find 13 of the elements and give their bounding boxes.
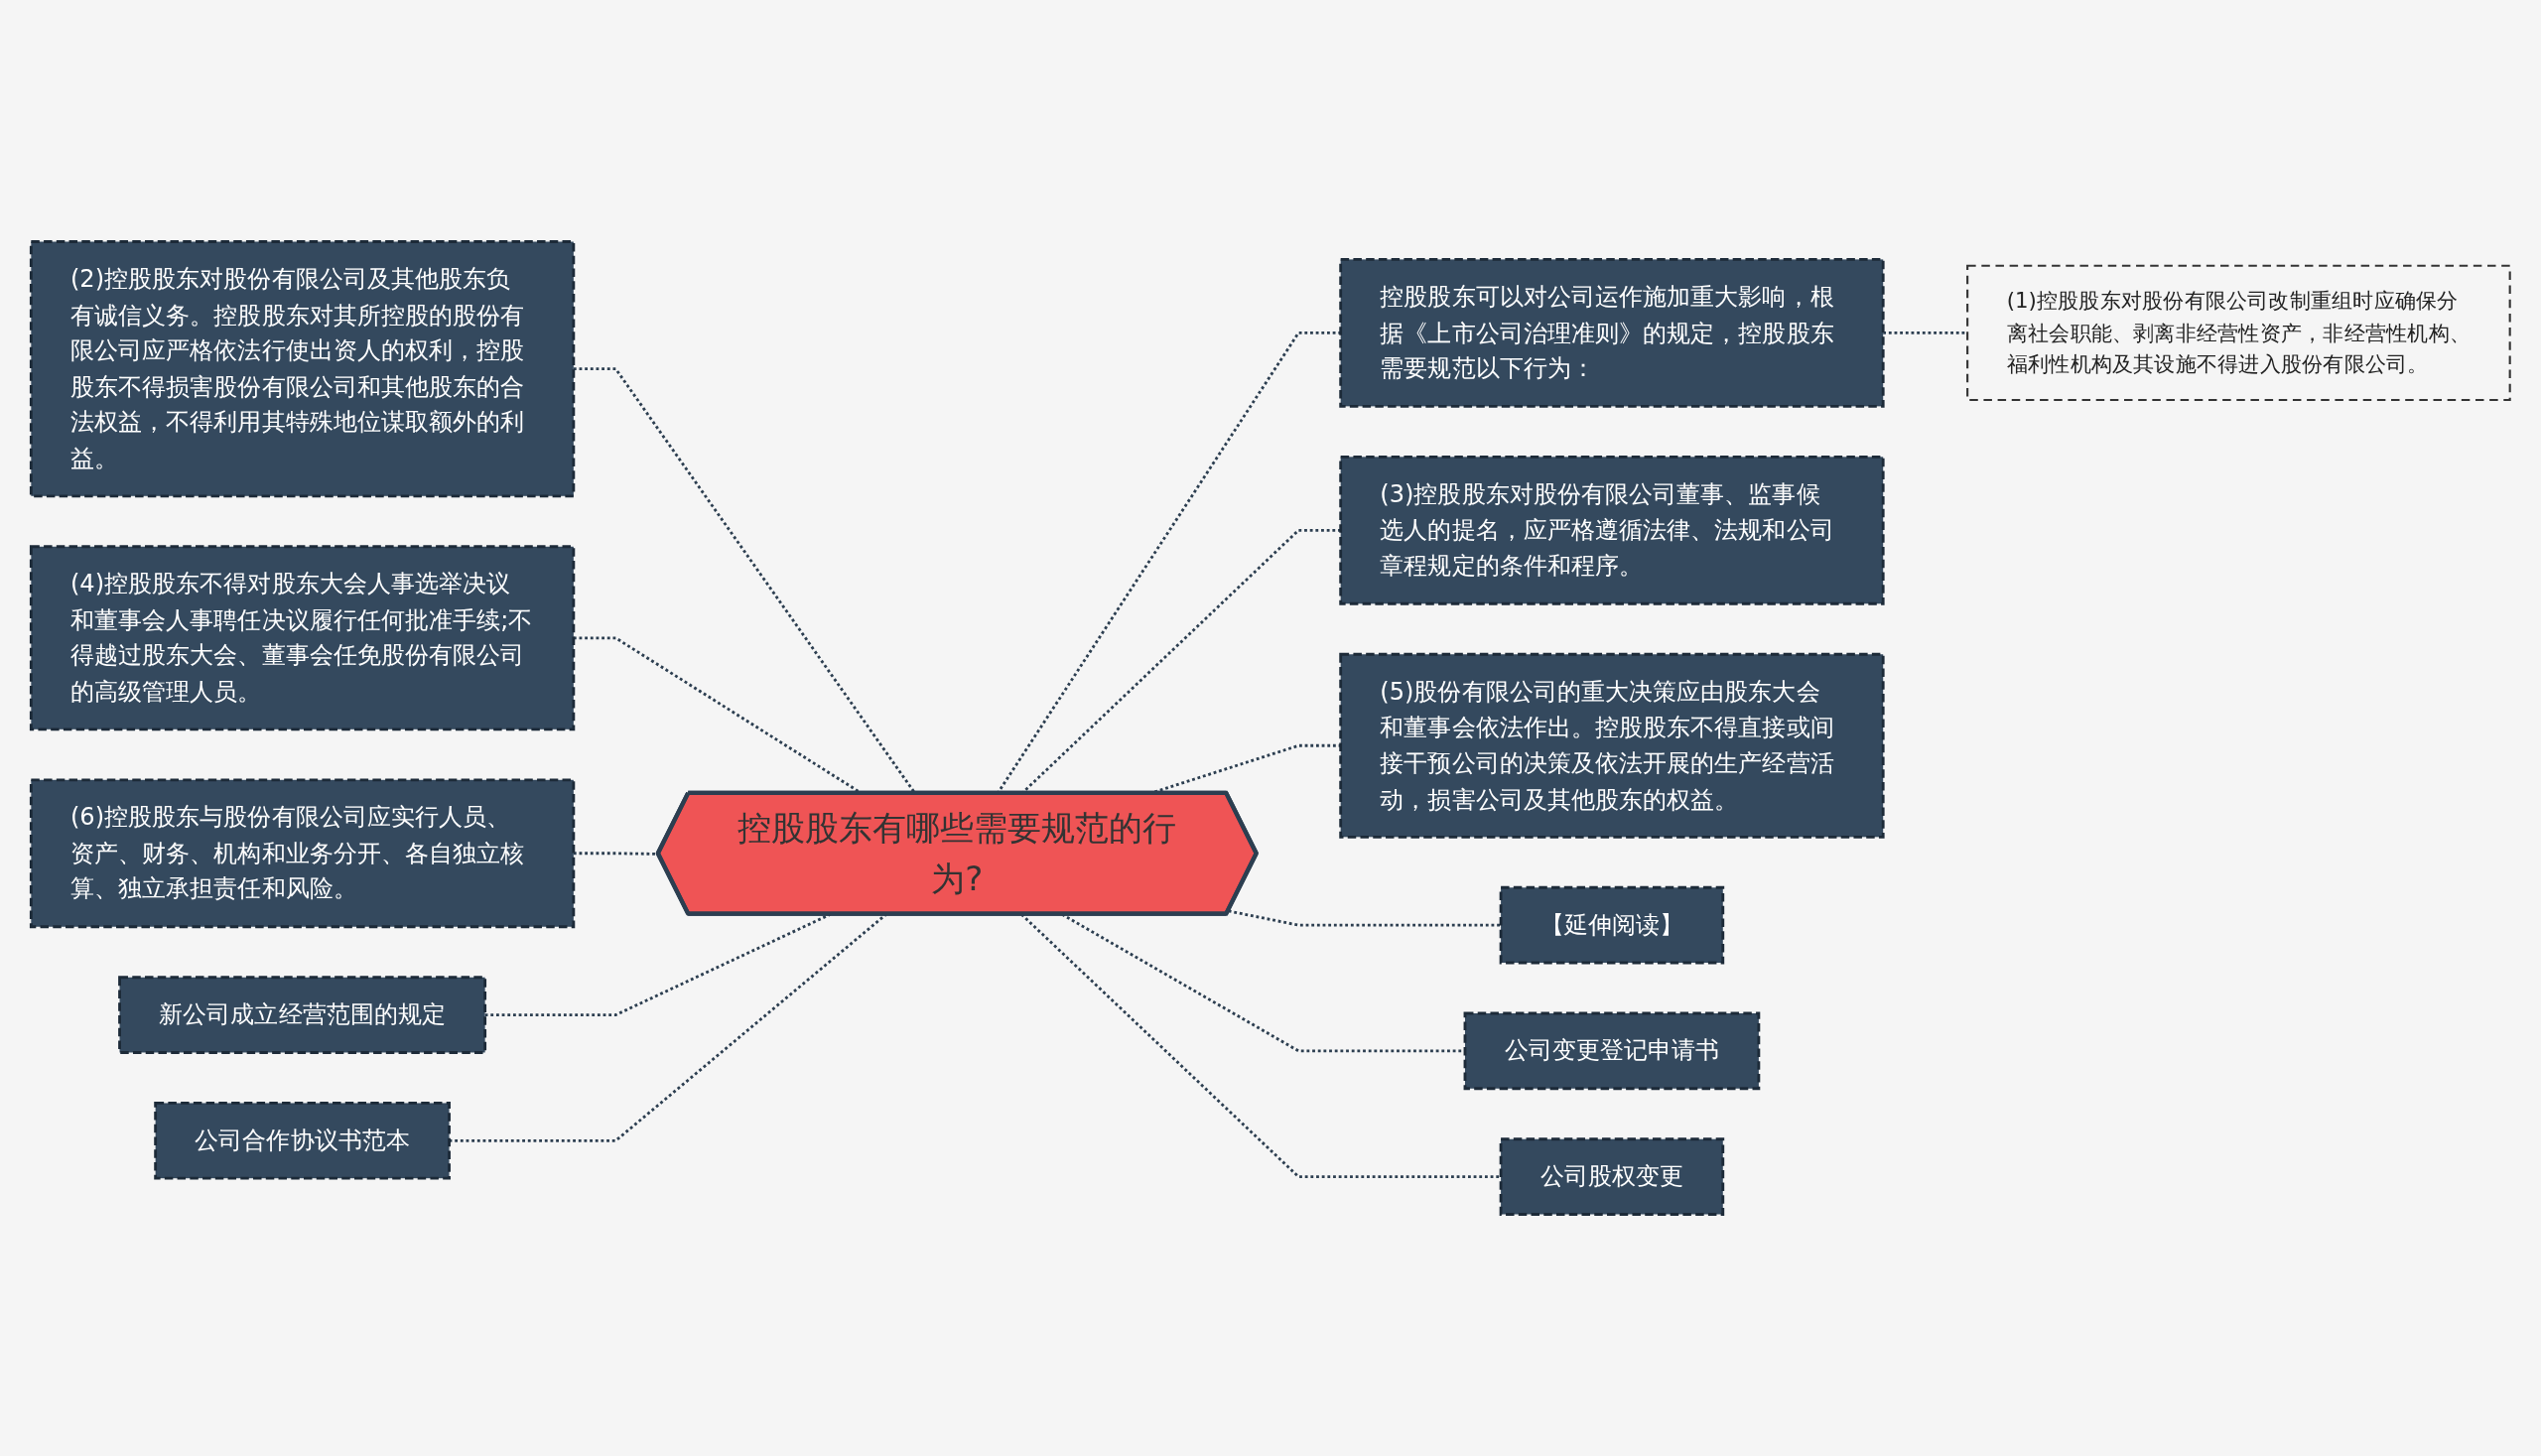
node-box: (5)股份有限公司的重大决策应由股东大会和董事会依法作出。控股股东不得直接或间接干预公司的决策及依法开展的生产经营活动，损害公司及其他股东的权益。 [1339,652,1885,839]
node-box: (2)控股股东对股份有限公司及其他股东负有诚信义务。控股股东对其所控股的股份有限公司应严格依法行使出资人的权利，控股股东不得损害股份有限公司和其他股东的合法权益，不得利用其特殊地位谋取额外的利益。 [29,240,576,498]
node-box: 新公司成立经营范围的规定 [118,976,487,1054]
node-box: 控股股东可以对公司运作施加重大影响，根据《上市公司治理准则》的规定，控股股东需要规范以下行为： [1339,258,1885,408]
node-box: (4)控股股东不得对股东大会人事选举决议和董事会人事聘任决议履行任何批准手续;不得越过股东大会、董事会任免股份有限公司的高级管理人员。 [29,545,576,731]
node-box: (1)控股股东对股份有限公司改制重组时应确保分离社会职能、剥离非经营性资产，非经营性机构、福利性机构及其设施不得进入股份有限公司。 [1966,264,2511,402]
node-box: 公司合作协议书范本 [154,1102,451,1180]
node-box: 公司股权变更 [1499,1137,1725,1216]
connector [1228,909,1502,927]
node-box: 【延伸阅读】 [1499,885,1725,965]
node-box: 公司变更登记申请书 [1463,1011,1761,1091]
node-box: (6)控股股东与股份有限公司应实行人员、资产、财务、机构和业务分开、各自独立核算、独立承担责任和风险。 [29,778,576,929]
node-box: (3)控股股东对股份有限公司董事、监事候选人的提名，应严格遵循法律、法规和公司章程规定的条件和程序。 [1339,455,1885,605]
